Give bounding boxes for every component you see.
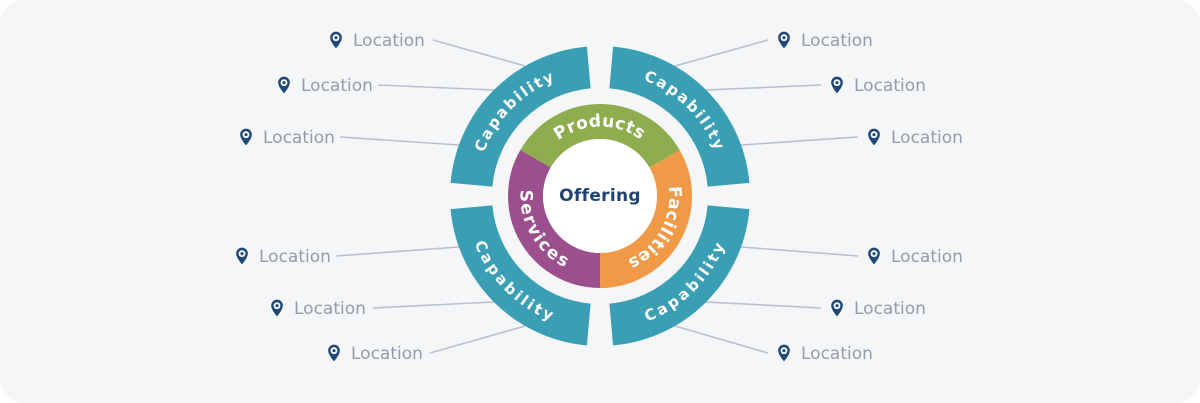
location-item: Location	[330, 31, 425, 51]
location-label: Location	[891, 128, 963, 148]
connector-line	[429, 325, 526, 354]
location-item: Location	[831, 76, 926, 96]
connector-line	[377, 84, 495, 91]
location-label: Location	[854, 299, 926, 319]
connector-line	[740, 246, 859, 257]
location-item: Location	[278, 76, 373, 96]
inner-segment-facilities	[599, 150, 692, 288]
connector-line	[740, 136, 859, 146]
map-pin-icon	[778, 31, 790, 49]
map-pin-icon	[236, 247, 248, 265]
map-pin-icon	[831, 76, 843, 94]
outer-segment-top-left	[450, 46, 592, 188]
connector-lines	[335, 39, 859, 354]
location-item: Location	[328, 344, 423, 364]
connector-line	[335, 246, 460, 257]
center-label: Offering	[559, 186, 641, 206]
map-pin-icon	[831, 299, 843, 317]
location-label: Location	[353, 31, 425, 51]
location-item: Location	[868, 247, 963, 267]
outer-segment-bottom-left	[450, 204, 592, 346]
location-item: Location	[778, 31, 873, 51]
location-label: Location	[301, 76, 373, 96]
connector-line	[674, 39, 769, 67]
inner-segment-services	[508, 150, 601, 288]
connector-line	[372, 301, 495, 309]
outer-segment-top-right	[608, 46, 750, 188]
map-pin-icon	[778, 344, 790, 362]
capability-ring	[450, 46, 750, 346]
connector-line	[705, 301, 822, 309]
location-label: Location	[263, 128, 335, 148]
map-pin-icon	[330, 31, 342, 49]
location-label: Location	[854, 76, 926, 96]
location-item: Location	[236, 247, 331, 267]
location-item: Location	[778, 344, 873, 364]
connector-line	[339, 136, 460, 146]
outer-segment-bottom-right	[608, 204, 750, 346]
location-item: Location	[271, 299, 366, 319]
map-pin-icon	[328, 344, 340, 362]
location-item: Location	[240, 128, 335, 148]
location-label: Location	[801, 344, 873, 364]
inner-segment-products	[520, 104, 680, 169]
center-circle	[543, 139, 657, 253]
location-label: Location	[891, 247, 963, 267]
location-item: Location	[868, 128, 963, 148]
location-item: Location	[831, 299, 926, 319]
map-pin-icon	[240, 128, 252, 146]
connector-line	[432, 39, 526, 67]
map-pin-icon	[278, 76, 290, 94]
connector-line	[674, 325, 769, 354]
location-label: Location	[351, 344, 423, 364]
connector-line	[705, 84, 822, 91]
location-label: Location	[294, 299, 366, 319]
map-pin-icon	[868, 128, 880, 146]
map-pin-icon	[868, 247, 880, 265]
map-pin-icon	[271, 299, 283, 317]
offering-donut	[508, 104, 692, 288]
location-label: Location	[801, 31, 873, 51]
location-label: Location	[259, 247, 331, 267]
